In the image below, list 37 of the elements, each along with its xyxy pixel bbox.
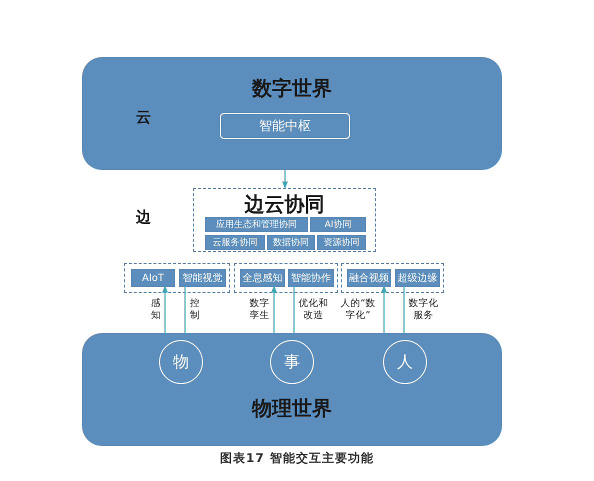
dashed-group-box [341, 263, 444, 293]
edge-label: 数字化服务 [408, 298, 440, 323]
function-tag: 应用生态和管理协同 [205, 217, 308, 232]
hub-box: 智能中枢 [220, 113, 350, 139]
layer-label: 云 [136, 108, 151, 127]
heading-text: 物理世界 [250, 395, 333, 422]
world-panel [82, 57, 502, 170]
connector-arrow [271, 285, 277, 333]
function-tag: 全息感知 [240, 269, 285, 287]
world-panel [82, 333, 502, 446]
circle-badge: 物 [159, 340, 203, 384]
function-tag: 云服务协同 [205, 235, 265, 250]
function-tag: 智能视觉 [179, 269, 226, 287]
function-tag: AIoT [131, 269, 175, 287]
dashed-group-box [234, 263, 338, 293]
edge-label: 感知 [150, 298, 162, 323]
connector-arrow [282, 170, 288, 189]
connector-arrow [381, 285, 387, 333]
circle-badge: 事 [270, 340, 314, 384]
function-tag: 融合视频 [347, 269, 391, 287]
dashed-group-box [193, 188, 376, 252]
edge-label: 优化和改造 [298, 298, 330, 323]
edge-label: 人的“数字化” [340, 298, 376, 323]
layer-label: 边 [136, 208, 151, 227]
connector-arrow [162, 285, 168, 333]
heading-text: 数字世界 [250, 75, 333, 102]
function-tag: 数据协同 [267, 235, 315, 250]
circle-badge: 人 [383, 340, 427, 384]
caption: 图表17 智能交互主要功能 [219, 450, 375, 467]
function-tag: AI协同 [310, 217, 366, 232]
function-tag: 资源协同 [317, 235, 366, 250]
edge-label: 数字孪生 [248, 298, 270, 323]
function-tag: 智能协作 [288, 269, 334, 287]
edge-label: 控制 [189, 298, 201, 323]
function-tag: 超级边缘 [395, 269, 440, 287]
dashed-group-box [124, 263, 230, 293]
heading-text: 边云协同 [244, 191, 326, 218]
